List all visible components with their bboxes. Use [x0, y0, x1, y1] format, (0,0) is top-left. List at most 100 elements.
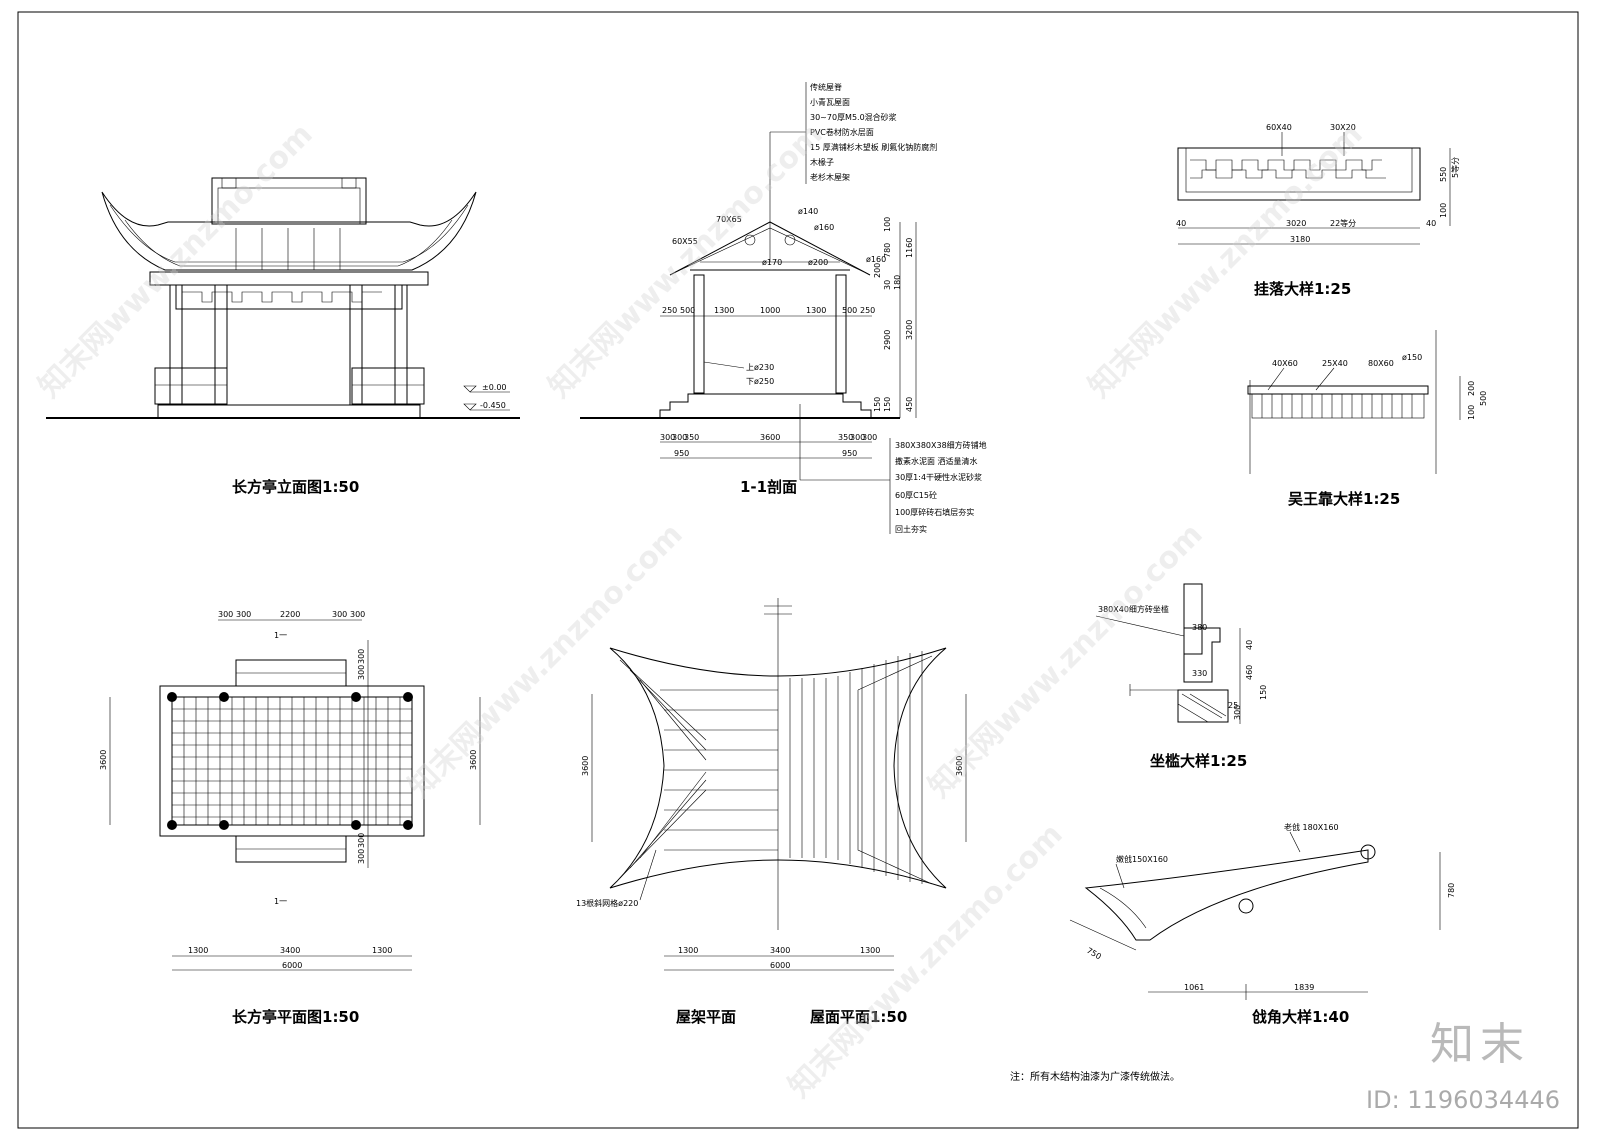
sec-bot-dim-1: 300: [660, 433, 675, 442]
floor-layer-4: 60厚C15砼: [895, 490, 937, 500]
sec-r-10: 150: [883, 397, 892, 412]
watermark-2: 知末网www.znzmo.com: [542, 117, 830, 405]
roof-side-r: 3600: [955, 756, 964, 776]
wwk-h3: 100: [1467, 405, 1476, 420]
sec-dim-200: ø200: [808, 258, 828, 267]
wwk-h2: 500: [1479, 391, 1488, 406]
wwk-dim-a: 40X60: [1272, 359, 1298, 368]
sec-dim-60x55: 60X55: [672, 237, 698, 246]
qiangjiao-d1061: 1061: [1184, 983, 1204, 992]
plan-top-5: 300: [350, 610, 365, 619]
plan-top-2: 300: [236, 610, 251, 619]
title-plan: 长方亭平面图1:50: [232, 1008, 359, 1026]
pavilion-elevation: ±0.00 -0.450: [46, 177, 520, 419]
title-zuokan: 坐槛大样1:25: [1150, 752, 1247, 770]
sec-r-5: 30: [883, 280, 892, 290]
plan-columns: [167, 692, 413, 830]
sec-r-4: 200: [873, 263, 882, 278]
zuokan-d3: 460: [1245, 665, 1254, 680]
floor-layer-3: 30厚1:4干硬性水泥砂浆: [895, 472, 982, 482]
gualuo-h1: 550: [1439, 167, 1448, 182]
roof-bot-2: 3400: [770, 946, 790, 955]
title-qiangjiao: 戗角大样1:40: [1252, 1008, 1349, 1026]
image-id: ID: 1196034446: [1366, 1086, 1560, 1114]
wwk-dim-c: 80X60: [1368, 359, 1394, 368]
roof-layer-3: 30~70厚M5.0混合砂浆: [810, 112, 897, 122]
sec-dim-170: ø170: [762, 258, 782, 267]
qiangjiao-d780: 780: [1447, 883, 1456, 898]
wwk-h1: 200: [1467, 381, 1476, 396]
zuokan-d4: 150: [1259, 685, 1268, 700]
title-roof-plan: 屋面平面1:50: [810, 1008, 907, 1026]
sec-top-dim-7: 250: [860, 306, 875, 315]
plan-grid: [172, 697, 412, 825]
sec-top-dim-4: 1000: [760, 306, 780, 315]
roof-rafters: [619, 651, 933, 885]
qiangjiao-d1839: 1839: [1294, 983, 1314, 992]
gualuo-total: 3180: [1290, 235, 1310, 244]
watermark-4: 知末网www.znzmo.com: [402, 517, 690, 805]
roof-layer-5: 15 厚满铺杉木望板 刷氟化钠防腐剂: [810, 142, 937, 152]
zuokan-d2: 330: [1192, 669, 1207, 678]
plan-top-1: 300: [218, 610, 233, 619]
gualuo-w1: 40: [1176, 219, 1186, 228]
qiangjiao-nenqiang: 嫩戗150X160: [1116, 854, 1168, 864]
gualuo-dim-a: 60X40: [1266, 123, 1292, 132]
roof-layer-6: 木椽子: [810, 157, 834, 167]
gualuo-h2: 5等分: [1450, 157, 1460, 178]
wwk-dim-d: ø150: [1402, 353, 1422, 362]
sec-r-11: 450: [905, 397, 914, 412]
level-top: ±0.00: [482, 383, 507, 392]
roof-layer-2: 小青瓦屋面: [810, 97, 850, 107]
gualuo-w3: 40: [1426, 219, 1436, 228]
sec-bot-dim-3: 350: [684, 433, 699, 442]
plan-hv1: 300: [357, 649, 366, 664]
sec-bot-dim-7: 300: [862, 433, 877, 442]
sec-r-6: 180: [893, 275, 902, 290]
wwk-dim-b: 25X40: [1322, 359, 1348, 368]
roof-layer-1: 传统屋脊: [810, 82, 842, 92]
title-wuwangkao: 吴王靠大样1:25: [1288, 490, 1400, 508]
sec-r-3: 1160: [905, 238, 914, 258]
plan-top-4: 300: [332, 610, 347, 619]
sheet-border: [17, 11, 1579, 1129]
plan-hv3: 300: [357, 833, 366, 848]
gualuo-h3: 100: [1439, 203, 1448, 218]
floor-layer-2: 撒素水泥面 洒适量清水: [895, 456, 978, 466]
plan-top-3: 2200: [280, 610, 300, 619]
sec-top-dim-3: 1300: [714, 306, 734, 315]
title-section: 1-1剖面: [740, 478, 797, 496]
sec-bot-dim-5: 350: [838, 433, 853, 442]
sec-dim-160a: ø160: [814, 223, 834, 232]
sec-bot2-dim-2: 950: [842, 449, 857, 458]
gualuo-detail: 60X40 30X20 22等分 40 3020 40 3180 550 5等分…: [1176, 123, 1460, 245]
qiangjiao-d750: 750: [1085, 946, 1103, 961]
qiangjiao-detail: 老戗 180X160 嫩戗150X160 750 780 1061 1839: [1069, 822, 1456, 1000]
gualuo-div: 22等分: [1330, 218, 1356, 228]
plan-total: 6000: [282, 961, 302, 970]
sec-top-dim-6: 500: [842, 306, 857, 315]
floor-layer-1: 380X380X38细方砖铺地: [895, 440, 987, 450]
gualuo-dim-b: 30X20: [1330, 123, 1356, 132]
zuokan-d1: 380: [1192, 623, 1207, 632]
zuokan-d7: 40: [1245, 640, 1254, 650]
sec-bot-dim-6: 300: [850, 433, 865, 442]
sec-col-bot: 下ø250: [746, 377, 774, 386]
roof-total: 6000: [770, 961, 790, 970]
qiangjiao-laoqiang: 老戗 180X160: [1284, 822, 1339, 832]
sec-bot2-dim-1: 950: [674, 449, 689, 458]
brand-logo: 知末: [1430, 1019, 1530, 1070]
roof-plan: 3600 3600 1300 3400 1300 6000 13根斜网格ø220: [576, 598, 967, 971]
sec-dim-70x65: 70X65: [716, 215, 742, 224]
watermark-1: 知末网www.znzmo.com: [32, 117, 320, 405]
sec-r-8: 3200: [905, 320, 914, 340]
pavilion-plan: 300 300 2200 300 300 1一 1一 3600 3600 300…: [99, 610, 481, 971]
roof-bot-3: 1300: [860, 946, 880, 955]
roof-side-l: 3600: [581, 756, 590, 776]
sec-dim-140: ø140: [798, 207, 818, 216]
roof-note: 13根斜网格ø220: [576, 898, 638, 908]
sec-top-dim-2: 500: [680, 306, 695, 315]
sec-top-dim-1: 250: [662, 306, 677, 315]
plan-side-l: 3600: [99, 750, 108, 770]
